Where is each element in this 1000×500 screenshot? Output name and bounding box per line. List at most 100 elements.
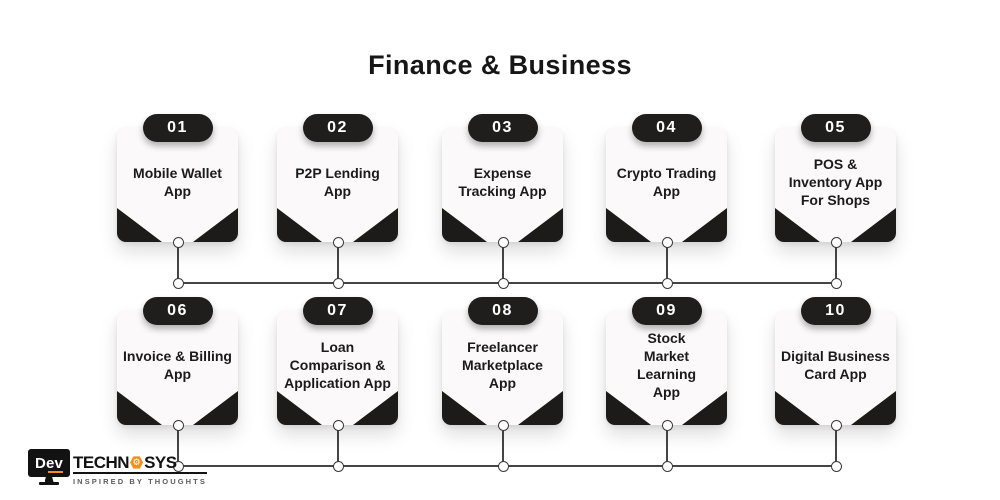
number-badge: 08 <box>467 297 538 325</box>
logo-wordmark: TECHN ⚙ SYS <box>73 454 207 471</box>
corner-triangle-right <box>193 208 238 242</box>
logo-accent-bar <box>48 471 63 473</box>
page-title: Finance & Business <box>368 50 632 80</box>
number-badge: 09 <box>631 297 702 325</box>
card-body <box>117 311 238 425</box>
card-digital-business-card-app: 10 Digital Business Card App <box>775 297 896 425</box>
connector-dot <box>830 277 842 289</box>
logo-word-part1: TECHN <box>73 453 130 472</box>
corner-triangle-right <box>682 208 727 242</box>
connector-dot <box>830 460 842 472</box>
hexagon-icon: ⚙ <box>130 456 144 469</box>
connector-dot <box>332 277 344 289</box>
number-badge: 05 <box>800 114 871 142</box>
connector-dot <box>172 419 184 431</box>
connector-line <box>666 242 668 283</box>
card-body <box>606 128 727 242</box>
connector-line <box>666 425 668 466</box>
connector-line <box>177 242 179 283</box>
card-body <box>277 128 398 242</box>
connector-line <box>835 425 837 466</box>
monitor-stand-icon <box>44 477 54 482</box>
card-expense-tracking-app: 03 Expense Tracking App <box>442 114 563 242</box>
corner-triangle-right <box>851 391 896 425</box>
card-mobile-wallet-app: 01 Mobile Wallet App <box>117 114 238 242</box>
number-badge: 03 <box>467 114 538 142</box>
card-body <box>442 311 563 425</box>
connector-dot <box>661 236 673 248</box>
monitor-base-icon <box>39 482 59 485</box>
connector-dot <box>497 419 509 431</box>
corner-triangle-right <box>518 208 563 242</box>
card-label: Expense Tracking App <box>458 165 547 199</box>
connector-dot <box>172 460 184 472</box>
corner-triangle-right <box>193 391 238 425</box>
badge-number: 05 <box>825 119 846 136</box>
logo-word-part2: SYS <box>144 453 177 472</box>
card-freelancer-marketplace-app: 08 Freelancer Marketplace App <box>442 297 563 425</box>
connector-dot <box>497 236 509 248</box>
connector-dot <box>497 460 509 472</box>
badge-number: 10 <box>825 302 846 319</box>
number-badge: 06 <box>142 297 213 325</box>
card-body <box>117 128 238 242</box>
corner-triangle-left <box>606 208 651 242</box>
monitor-icon: Dev <box>28 449 70 485</box>
badge-number: 04 <box>656 119 677 136</box>
logo-dev-text: Dev <box>34 454 64 472</box>
card-loan-comparison-app: 07 Loan Comparison & Application App <box>277 297 398 425</box>
connector-dot <box>172 236 184 248</box>
badge-number: 09 <box>656 302 677 319</box>
connector-line <box>337 242 339 283</box>
card-label: Stock Market Learning App <box>636 330 697 400</box>
card-body <box>775 128 896 242</box>
number-badge: 04 <box>631 114 702 142</box>
connector-dot <box>497 277 509 289</box>
monitor-screen: Dev <box>28 449 70 477</box>
card-crypto-trading-app: 04 Crypto Trading App <box>606 114 727 242</box>
connector-dot <box>661 460 673 472</box>
badge-number: 03 <box>492 119 513 136</box>
card-body <box>606 311 727 425</box>
connector-line <box>337 425 339 466</box>
badge-number: 08 <box>492 302 513 319</box>
connector-dot <box>661 277 673 289</box>
connector-dot <box>332 460 344 472</box>
card-label: Freelancer Marketplace App <box>462 339 543 391</box>
number-badge: 10 <box>800 297 871 325</box>
connector-dot <box>172 277 184 289</box>
connector-dot <box>830 419 842 431</box>
card-label: Crypto Trading App <box>616 165 717 199</box>
corner-triangle-left <box>277 208 322 242</box>
card-pos-inventory-app: 05 POS & Inventory App For Shops <box>775 114 896 242</box>
badge-number: 07 <box>327 302 348 319</box>
number-badge: 07 <box>302 297 373 325</box>
connector-line <box>502 425 504 466</box>
card-label: P2P Lending App <box>295 165 380 199</box>
card-body <box>775 311 896 425</box>
connector-line <box>502 242 504 283</box>
card-p2p-lending-app: 02 P2P Lending App <box>277 114 398 242</box>
connector-line <box>835 242 837 283</box>
card-label: Invoice & Billing App <box>123 348 232 382</box>
card-label: POS & Inventory App For Shops <box>788 156 883 208</box>
card-body <box>277 311 398 425</box>
connector-dot <box>332 236 344 248</box>
badge-number: 01 <box>167 119 188 136</box>
card-stock-market-learning-app: 09 Stock Market Learning App <box>606 297 727 425</box>
badge-number: 02 <box>327 119 348 136</box>
corner-triangle-left <box>117 208 162 242</box>
dev-technosys-logo: Dev TECHN ⚙ SYS INSPIRED BY THOUGHTS <box>28 449 207 486</box>
card-label: Loan Comparison & Application App <box>284 339 391 391</box>
card-label: Digital Business Card App <box>781 348 890 382</box>
corner-triangle-right <box>353 208 398 242</box>
card-body <box>442 128 563 242</box>
corner-triangle-left <box>442 208 487 242</box>
logo-wordmark-block: TECHN ⚙ SYS INSPIRED BY THOUGHTS <box>73 454 207 486</box>
corner-triangle-left <box>775 391 820 425</box>
logo-tagline: INSPIRED BY THOUGHTS <box>73 476 207 486</box>
gear-icon: ⚙ <box>132 457 141 467</box>
connector-dot <box>830 236 842 248</box>
connector-dot <box>332 419 344 431</box>
